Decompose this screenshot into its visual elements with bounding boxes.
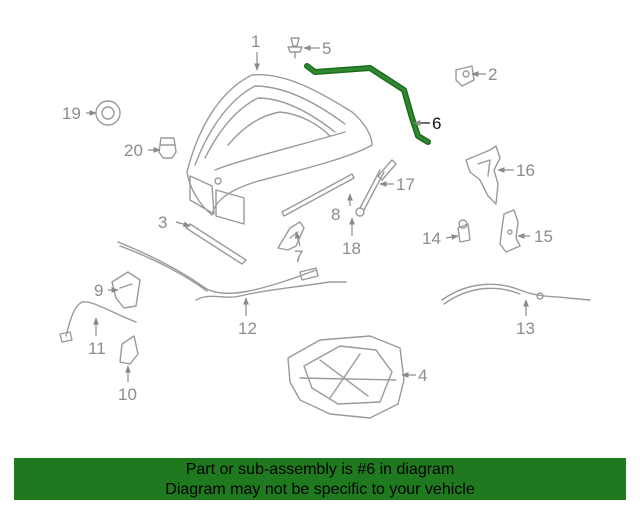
callout-numbers: 1 2 3 4 5 6 7 8 9 10 11 12 13 14 15 16 1… (62, 32, 553, 404)
callout-18: 18 (342, 239, 361, 258)
callout-9: 9 (94, 281, 103, 300)
callout-19: 19 (62, 104, 81, 123)
callout-15: 15 (534, 227, 553, 246)
callout-20: 20 (124, 141, 143, 160)
caption-line-1: Part or sub-assembly is #6 in diagram (185, 461, 455, 478)
part-grommet[interactable] (95, 100, 121, 126)
callout-6: 6 (432, 114, 441, 133)
callout-2: 2 (488, 65, 497, 84)
part-hinge-bracket[interactable] (465, 145, 501, 205)
callout-3: 3 (158, 213, 167, 232)
part-gas-strut[interactable] (355, 159, 397, 217)
highlight-caption-banner: Part or sub-assembly is #6 in diagram Di… (14, 458, 626, 500)
part-hood-seal-highlighted[interactable] (304, 63, 431, 145)
part-bracket[interactable] (455, 65, 475, 87)
part-seal-strip[interactable] (281, 173, 355, 217)
part-hood-insulation[interactable] (287, 335, 405, 419)
callout-12: 12 (238, 319, 257, 338)
part-release-cable[interactable] (117, 241, 347, 301)
callout-8: 8 (331, 205, 340, 224)
callout-7: 7 (294, 247, 303, 266)
callout-13: 13 (516, 319, 535, 338)
callout-16: 16 (516, 161, 535, 180)
callout-10: 10 (118, 385, 137, 404)
part-clip[interactable] (287, 37, 303, 59)
callout-14: 14 (422, 229, 441, 248)
part-front-seal[interactable] (185, 223, 247, 265)
part-cable[interactable] (59, 301, 137, 343)
callout-leaders (86, 45, 530, 382)
part-hood[interactable] (186, 74, 373, 225)
callout-11: 11 (88, 339, 106, 358)
part-lock-bracket[interactable] (499, 209, 521, 253)
callout-1: 1 (251, 32, 260, 51)
callout-5: 5 (322, 39, 331, 58)
callout-17: 17 (396, 175, 415, 194)
callout-4: 4 (418, 366, 427, 385)
parts-diagram: 1 2 3 4 5 6 7 8 9 10 11 12 13 14 15 16 1… (59, 32, 591, 419)
caption-line-2: Diagram may not be specific to your vehi… (165, 481, 475, 498)
part-cable-rear[interactable] (441, 283, 591, 305)
part-bumper-stop[interactable] (158, 137, 177, 159)
part-handle-bracket[interactable] (111, 271, 141, 309)
part-buffer[interactable] (457, 219, 471, 243)
part-release-handle[interactable] (119, 335, 139, 365)
